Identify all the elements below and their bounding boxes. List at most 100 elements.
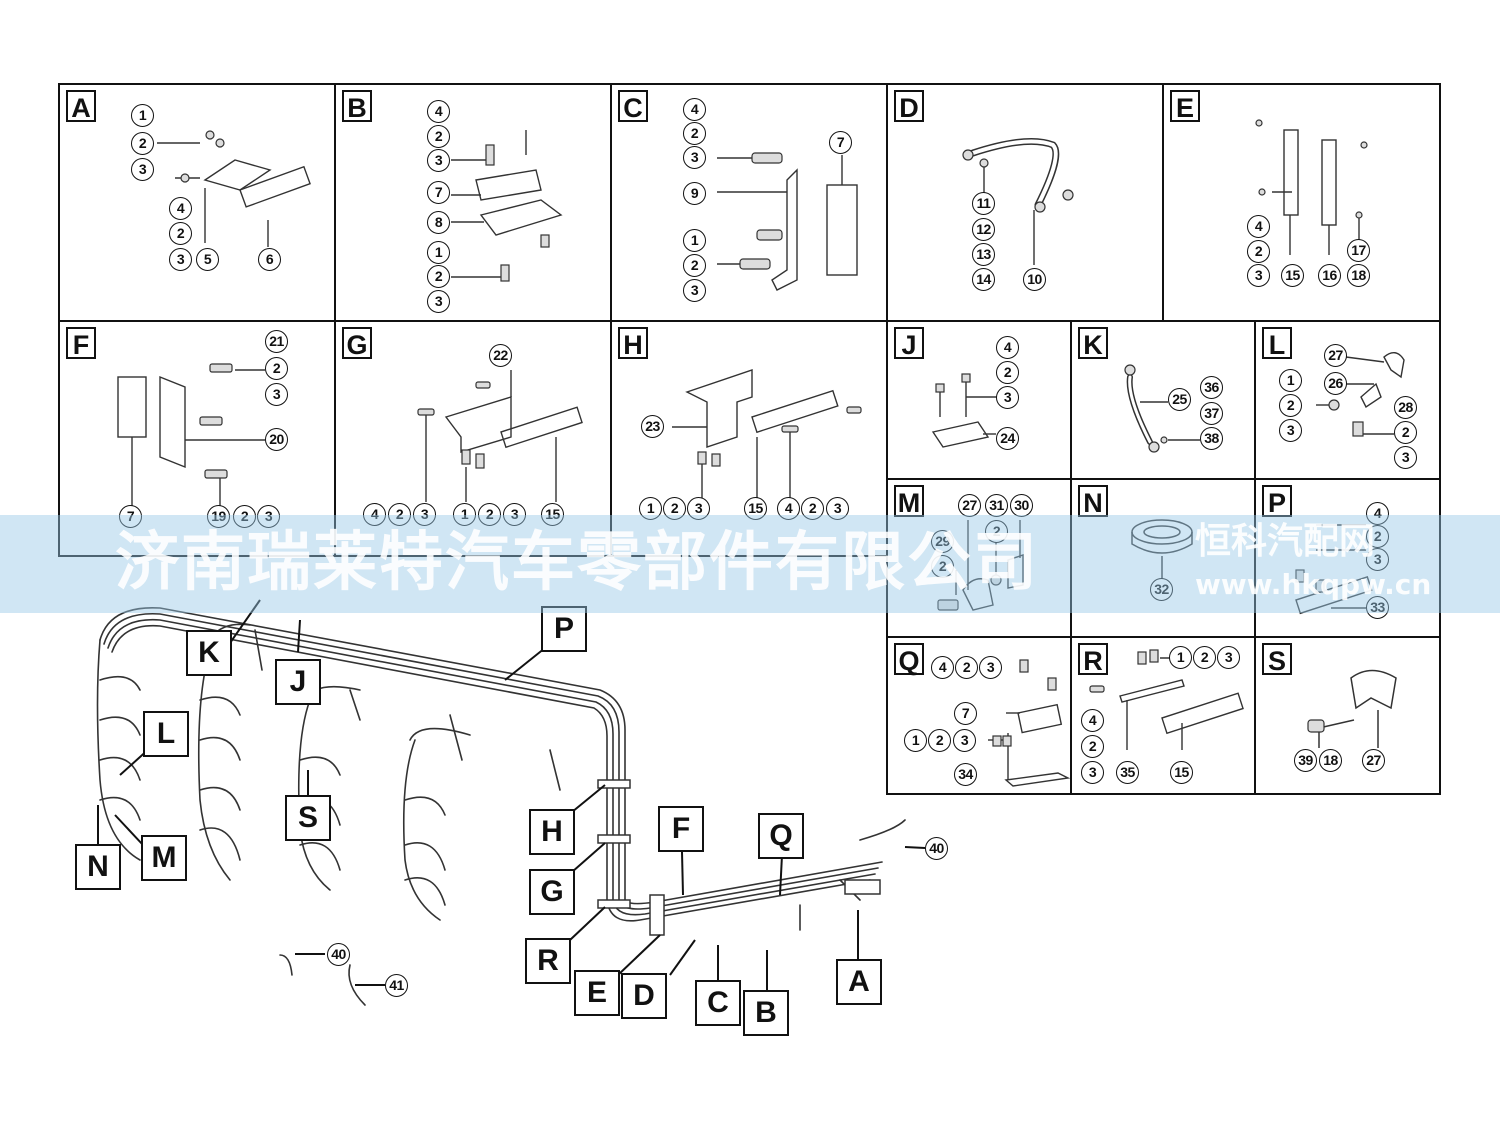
callout-e: E bbox=[574, 970, 620, 1016]
callout-f: F bbox=[658, 806, 704, 852]
part-bubble: 15 bbox=[744, 497, 767, 520]
part-bubble: 3 bbox=[169, 248, 192, 271]
part-bubble: 2 bbox=[478, 503, 501, 526]
part-bubble: 4 bbox=[1247, 215, 1270, 238]
part-bubble: 2 bbox=[955, 656, 978, 679]
callout-l: L bbox=[143, 711, 189, 757]
part-bubble: 30 bbox=[1010, 494, 1033, 517]
panel-label: M bbox=[894, 485, 924, 518]
part-bubble: 10 bbox=[1023, 268, 1046, 291]
part-bubble: 33 bbox=[1366, 596, 1389, 619]
part-bubble: 18 bbox=[1347, 264, 1370, 287]
panel-j-drawing bbox=[931, 373, 998, 448]
part-bubble: 2 bbox=[388, 503, 411, 526]
panel-label: K bbox=[1078, 327, 1108, 360]
callout-p: P bbox=[541, 606, 587, 652]
panel-label: P bbox=[1262, 485, 1292, 518]
part-bubble: 1 bbox=[1279, 369, 1302, 392]
panel-label: C bbox=[618, 90, 648, 123]
panel-l-drawing bbox=[1316, 352, 1405, 437]
part-bubble: 4 bbox=[427, 100, 450, 123]
panel-h-drawing bbox=[672, 369, 862, 502]
part-bubble: 2 bbox=[1366, 525, 1389, 548]
part-bubble: 2 bbox=[265, 357, 288, 380]
panel-n: N 32 bbox=[1070, 478, 1256, 638]
panel-j: J 4 2 3 24 bbox=[886, 320, 1072, 480]
part-bubble: 1 bbox=[1169, 646, 1192, 669]
part-bubble: 1 bbox=[683, 229, 706, 252]
callout-m: M bbox=[141, 835, 187, 881]
watermark-band bbox=[0, 515, 1500, 613]
part-bubble: 15 bbox=[1281, 264, 1304, 287]
part-bubble: 26 bbox=[1324, 372, 1347, 395]
part-bubble: 2 bbox=[985, 520, 1008, 543]
part-bubble: 16 bbox=[1318, 264, 1341, 287]
part-bubble: 2 bbox=[1081, 735, 1104, 758]
panel-n-drawing bbox=[1131, 519, 1193, 580]
callout-b: B bbox=[743, 990, 789, 1036]
part-bubble: 2 bbox=[131, 132, 154, 155]
watermark-site-url: www.hkqpw.cn bbox=[1195, 568, 1432, 601]
part-bubble: 15 bbox=[541, 503, 564, 526]
part-bubble: 2 bbox=[169, 222, 192, 245]
part-bubble: 5 bbox=[196, 248, 219, 271]
callout-c: C bbox=[695, 980, 741, 1026]
part-bubble: 4 bbox=[169, 197, 192, 220]
part-bubble: 28 bbox=[1394, 396, 1417, 419]
callout-d: D bbox=[621, 973, 667, 1019]
panel-f: F 21 2 3 20 7 19 2 3 bbox=[58, 320, 336, 557]
part-bubble: 2 bbox=[683, 254, 706, 277]
callout-a: A bbox=[836, 959, 882, 1005]
part-bubble: 3 bbox=[979, 656, 1002, 679]
part-bubble: 14 bbox=[972, 268, 995, 291]
panel-label: D bbox=[894, 90, 924, 123]
part-bubble: 7 bbox=[954, 702, 977, 725]
callout-j: J bbox=[275, 659, 321, 705]
part-bubble: 2 bbox=[1247, 240, 1270, 263]
panel-r-drawing bbox=[1089, 649, 1244, 750]
part-bubble: 15 bbox=[1170, 761, 1193, 784]
panel-b-drawing bbox=[451, 130, 563, 282]
part-bubble: 1 bbox=[427, 241, 450, 264]
panel-q-drawing bbox=[988, 659, 1071, 787]
part-bubble: 3 bbox=[1366, 548, 1389, 571]
panel-c: C 4 2 3 7 9 1 2 3 bbox=[610, 83, 888, 322]
part-bubble: 3 bbox=[1247, 264, 1270, 287]
panel-s-drawing bbox=[1307, 669, 1397, 748]
part-bubble: 39 bbox=[1294, 749, 1317, 772]
part-bubble: 21 bbox=[265, 330, 288, 353]
callout-s: S bbox=[285, 795, 331, 841]
panel-r: R 1 2 3 4 2 3 35 15 bbox=[1070, 636, 1256, 795]
panel-b: B 4 2 3 7 8 1 2 3 bbox=[334, 83, 612, 322]
part-bubble: 1 bbox=[639, 497, 662, 520]
panel-q: Q 4 2 3 7 1 2 3 34 bbox=[886, 636, 1072, 795]
panel-label: N bbox=[1078, 485, 1108, 518]
part-bubble: 3 bbox=[1217, 646, 1240, 669]
part-bubble: 3 bbox=[1279, 419, 1302, 442]
part-bubble: 7 bbox=[829, 131, 852, 154]
part-bubble: 3 bbox=[503, 503, 526, 526]
part-bubble: 27 bbox=[1324, 344, 1347, 367]
part-bubble: 19 bbox=[207, 505, 230, 528]
panel-l: L 27 26 1 2 3 28 2 3 bbox=[1254, 320, 1441, 480]
panel-p-drawing bbox=[1295, 524, 1373, 615]
part-bubble: 22 bbox=[489, 344, 512, 367]
part-bubble: 2 bbox=[996, 361, 1019, 384]
watermark-company-text: 济南瑞莱特汽车零部件有限公司 bbox=[115, 526, 1039, 600]
part-bubble: 2 bbox=[427, 265, 450, 288]
panel-f-drawing bbox=[117, 363, 265, 507]
panel-g-drawing bbox=[417, 370, 583, 502]
part-bubble: 2 bbox=[427, 125, 450, 148]
part-bubble: 3 bbox=[427, 290, 450, 313]
part-bubble: 3 bbox=[687, 497, 710, 520]
part-bubble: 3 bbox=[826, 497, 849, 520]
part-bubble: 4 bbox=[777, 497, 800, 520]
part-bubble: 27 bbox=[1362, 749, 1385, 772]
panel-label: Q bbox=[894, 643, 924, 676]
callout-q: Q bbox=[758, 813, 804, 859]
part-bubble: 2 bbox=[928, 729, 951, 752]
part-bubble: 1 bbox=[453, 503, 476, 526]
part-bubble: 4 bbox=[931, 656, 954, 679]
part-bubble: 3 bbox=[257, 505, 280, 528]
part-bubble: 4 bbox=[1366, 502, 1389, 525]
